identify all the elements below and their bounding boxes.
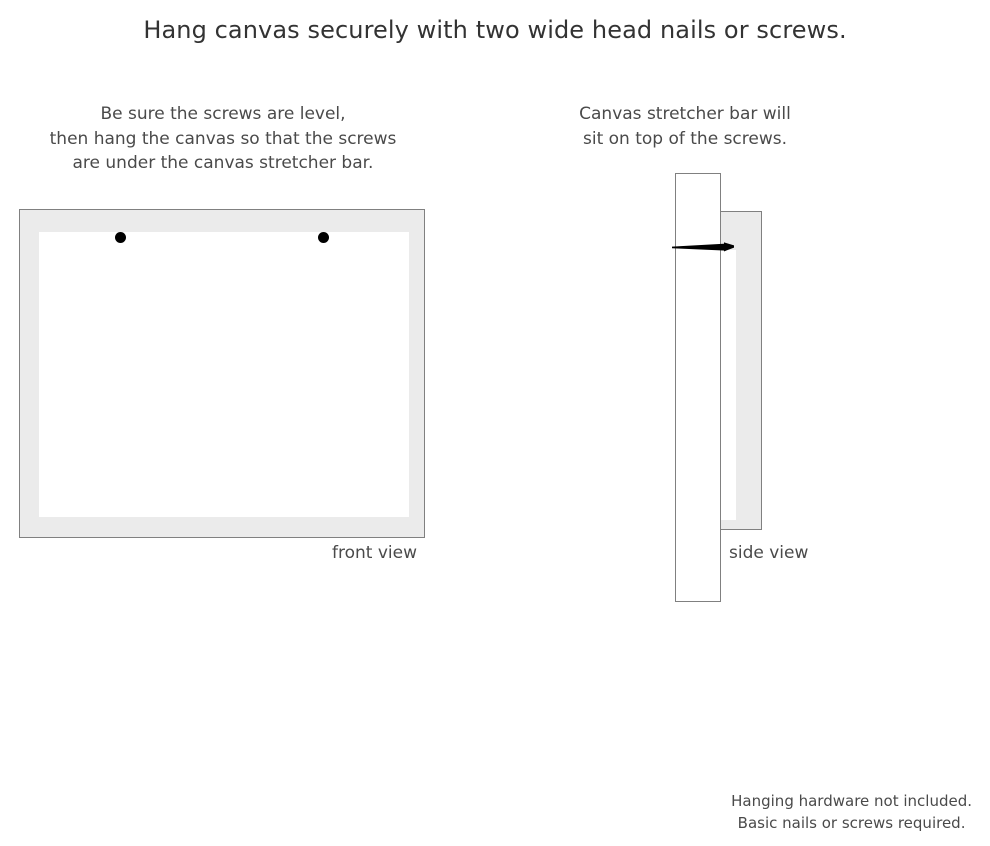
side-caption-line-1: Canvas stretcher bar will [579, 104, 791, 124]
page-title: Hang canvas securely with two wide head … [143, 16, 847, 44]
nail-icon [668, 236, 738, 256]
footer-note: Hanging hardware not included. Basic nai… [731, 790, 972, 834]
footer-line-1: Hanging hardware not included. [731, 792, 972, 810]
front-view-diagram [19, 209, 425, 538]
side-view-caption: Canvas stretcher bar will sit on top of … [540, 102, 830, 151]
front-view-caption: Be sure the screws are level, then hang … [0, 102, 446, 176]
front-view-label: front view [332, 543, 417, 563]
footer-line-2: Basic nails or screws required. [737, 814, 966, 832]
front-caption-line-1: Be sure the screws are level, [100, 104, 346, 124]
side-view-label: side view [729, 543, 809, 563]
side-caption-line-2: sit on top of the screws. [582, 128, 788, 149]
screw-dot-left [114, 231, 126, 243]
front-caption-line-3: are under the canvas stretcher bar. [72, 153, 374, 173]
front-caption-line-2: then hang the canvas so that the screws [49, 128, 397, 149]
screw-dot-right [317, 231, 329, 243]
canvas-face [39, 232, 409, 517]
